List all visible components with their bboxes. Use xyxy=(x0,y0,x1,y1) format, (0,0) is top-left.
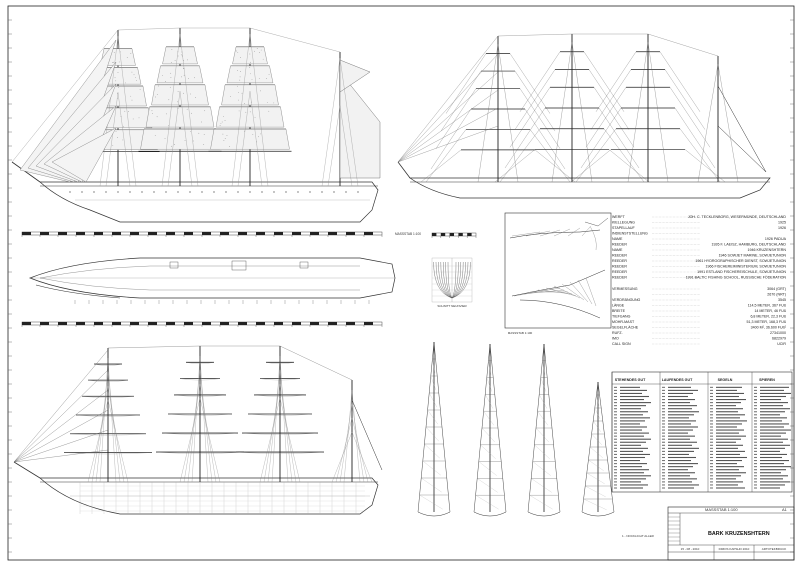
square-sail xyxy=(146,107,214,127)
spec-value: 27341000 xyxy=(770,331,786,335)
spec-key: WERFT xyxy=(612,215,626,219)
spec-key: VERDRÄNGUNG xyxy=(612,298,641,302)
square-sail xyxy=(233,47,268,64)
ship-title: BARK KRUZENSHTERN xyxy=(708,531,770,537)
spec-value: JOH. C. TECKLENBORG, WESERMÜNDE, DEUTSCH… xyxy=(688,215,787,219)
spec-key: STAPELLAUF xyxy=(612,226,636,230)
spec-value: 51,3 METER, 168,3 FUß xyxy=(746,320,786,324)
deck-plan xyxy=(30,258,395,304)
spec-key: REEDER xyxy=(612,276,627,280)
mast-front xyxy=(582,382,614,516)
gaff-topsail xyxy=(340,60,370,92)
spec-value: 114,5 METER, 367 FUß xyxy=(748,304,787,308)
spec-key: REEDER xyxy=(612,259,627,263)
title-block: MASSSTAB 1:100 A1 BARK KRUZENSHTERN 15 -… xyxy=(668,507,794,560)
spec-key: VERMESSUNG xyxy=(612,287,638,291)
bowsprit-lower xyxy=(14,462,40,478)
spec-key: BREITE xyxy=(612,309,626,313)
spec-key: REEDER xyxy=(612,270,627,274)
spec-key: INDIENSTSTELLUNG xyxy=(612,232,648,236)
spec-value: 1991 BALTIC FISHING SCHOOL, RUSSISCHE FÖ… xyxy=(686,276,787,280)
square-sail xyxy=(157,66,203,83)
mast-front xyxy=(474,344,506,516)
spec-value: 1925 xyxy=(778,221,786,225)
spec-key: RUFZ. xyxy=(612,331,623,335)
body-section-view: SCHNITT NEUNVIER xyxy=(432,258,472,308)
spec-key: REEDER xyxy=(612,265,627,269)
mast-front xyxy=(418,342,450,516)
spec-key: REEDER xyxy=(612,243,627,247)
title-sheet: A1 xyxy=(782,507,788,512)
rigging-plan-side-view xyxy=(398,34,770,198)
mast-front xyxy=(528,344,560,516)
legend-header-2: SEGELN xyxy=(718,378,733,382)
spec-value: 6822979 xyxy=(772,337,786,341)
spec-value: 1946 KRUZENSHTERN xyxy=(747,248,786,252)
mast-front-views xyxy=(418,342,614,516)
title-scale: MASSSTAB 1:100 xyxy=(705,507,738,512)
hull-profile-rig xyxy=(410,178,770,198)
spec-value: 1946 SOWJET MARINE, SOWJETUNION xyxy=(719,254,787,258)
square-sail xyxy=(216,107,284,127)
section-label: SCHNITT NEUNVIER xyxy=(437,304,467,308)
spec-key: KIELLEGUNG xyxy=(612,221,635,225)
spec-key: REEDER xyxy=(612,254,627,258)
ship-specifications: WERFT JOH. C. TECKLENBORG, WESERMÜNDE, DE… xyxy=(612,215,787,346)
spec-value: 1966 FISCHEREIMINISTERIUM, SOWJETUNION xyxy=(706,265,787,269)
spec-value: 2670 (NRT) xyxy=(767,293,786,297)
spec-key: SEGELFLÄCHE xyxy=(612,326,639,330)
spec-value: 3545 xyxy=(778,298,786,302)
spec-key: NAME xyxy=(612,248,623,252)
spec-key: CALL SIGN xyxy=(612,342,631,346)
spec-key: TIEFGANG xyxy=(612,315,631,319)
title-copy: ARTOTEKBRUCK xyxy=(762,547,787,551)
spec-value: 14 METER, 46 FUß xyxy=(754,309,786,313)
spec-value: 6,8 METER, 22,3 FUß xyxy=(750,315,786,319)
square-sail xyxy=(211,129,290,149)
square-sail xyxy=(163,47,198,64)
legend-header-3: SPIEREN xyxy=(759,378,775,382)
sail-plan-side-view xyxy=(12,28,380,222)
bow-detail-box: MASSSTAB 1:100 xyxy=(505,213,611,335)
spec-value: 1991 ESTLAND FISCHEREISCHULE, SOWJETUNIO… xyxy=(697,270,786,274)
hull-profile xyxy=(40,182,378,222)
square-sail xyxy=(227,66,273,83)
spec-value: 3400 M², 36.600 FUß² xyxy=(751,326,787,330)
title-drawn: DIMOS KAPSHO 2010 xyxy=(719,547,750,551)
square-sail xyxy=(222,85,279,105)
legend-header-1: LAUFENDES GUT xyxy=(662,378,693,382)
deck-station-marks xyxy=(75,300,369,304)
spec-value: 1926 PADUA xyxy=(765,237,787,241)
top-scale-label: MASSSTAB 1:100 xyxy=(395,232,421,236)
spec-key: IMO xyxy=(612,337,619,341)
standing-rigging-view xyxy=(14,346,382,514)
spec-value: 1961 HYDROGRAPHISCHER DIENST, SOWJETUNIO… xyxy=(695,259,786,263)
title-date: 15 - 08 - 2010 xyxy=(681,547,700,551)
detail-scale-label: MASSSTAB 1:100 xyxy=(508,331,533,335)
spec-value: 1926 F. LAEISZ, HAMBURG, DEUTSCHLAND xyxy=(712,243,787,247)
spec-key: MOHR-MAST xyxy=(612,320,635,324)
legend-header-0: STEHENDES GUT xyxy=(615,378,646,382)
square-sail xyxy=(141,129,220,149)
spec-value: 1926 xyxy=(778,226,786,230)
spec-key: LÄNGE xyxy=(612,304,625,308)
bowsprit-rig xyxy=(398,162,410,178)
legend-footer: 1 - NOCKLICHT ALLER xyxy=(622,534,655,538)
spec-value: 3064 (GRT) xyxy=(767,287,786,291)
square-sail xyxy=(152,85,209,105)
spec-key: NAME xyxy=(612,237,623,241)
spec-value: UCIR xyxy=(777,342,786,346)
